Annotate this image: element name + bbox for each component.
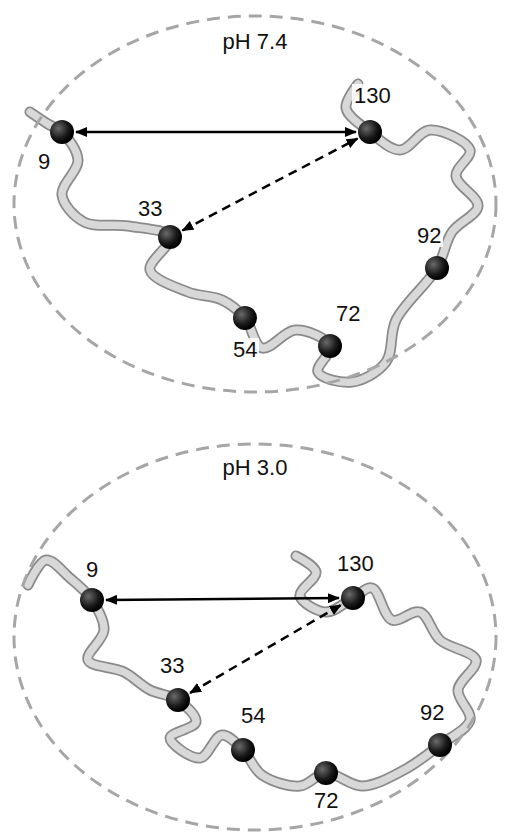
residue-bead: 54 <box>233 306 257 330</box>
residue-bead: 9 <box>80 588 104 612</box>
residue-bead: 9 <box>50 120 74 144</box>
residue-number: 33 <box>136 197 164 220</box>
protein-chain <box>30 84 478 382</box>
residue-bead: 72 <box>314 761 338 785</box>
dashed-ellipse <box>12 14 498 394</box>
distance-arrows <box>76 132 358 693</box>
residue-number: 33 <box>158 654 186 677</box>
region-outline: pH 7.4 9 130 33 92 54 72 <box>12 14 498 394</box>
protein-chain-outline <box>28 556 476 786</box>
residue-bead: 92 <box>425 256 449 280</box>
residue-number: 130 <box>352 84 393 107</box>
protein-chain <box>28 556 476 786</box>
ellipse-border <box>14 444 496 830</box>
residue-bead: 92 <box>428 733 452 757</box>
residue-number: 72 <box>334 302 362 325</box>
ellipse-border <box>14 16 496 392</box>
distance-arrow <box>76 131 356 134</box>
panel-title: pH 7.4 <box>220 30 291 54</box>
residue-number: 9 <box>36 150 52 173</box>
residue-bead: 54 <box>231 738 255 762</box>
distance-arrow <box>190 605 341 693</box>
protein-chain-group <box>28 84 478 786</box>
residue-bead: 130 <box>341 586 365 610</box>
residue-number: 130 <box>335 552 376 575</box>
residue-number: 54 <box>231 338 259 361</box>
residue-number: 9 <box>84 558 100 581</box>
residue-number: 72 <box>312 789 340 812</box>
region-outline: pH 3.0 9 130 33 54 92 72 <box>12 442 498 832</box>
residue-number: 92 <box>415 224 443 247</box>
residue-bead: 72 <box>318 334 342 358</box>
residue-bead: 33 <box>158 225 182 249</box>
dashed-ellipse <box>12 442 498 832</box>
distance-arrow <box>106 598 339 600</box>
panel-title: pH 3.0 <box>220 456 291 480</box>
residue-number: 54 <box>239 704 267 727</box>
residue-bead: 130 <box>358 120 382 144</box>
residue-bead: 33 <box>166 688 190 712</box>
residue-number: 92 <box>418 701 446 724</box>
distance-arrow <box>182 139 357 231</box>
protein-chain-outline <box>30 84 478 382</box>
